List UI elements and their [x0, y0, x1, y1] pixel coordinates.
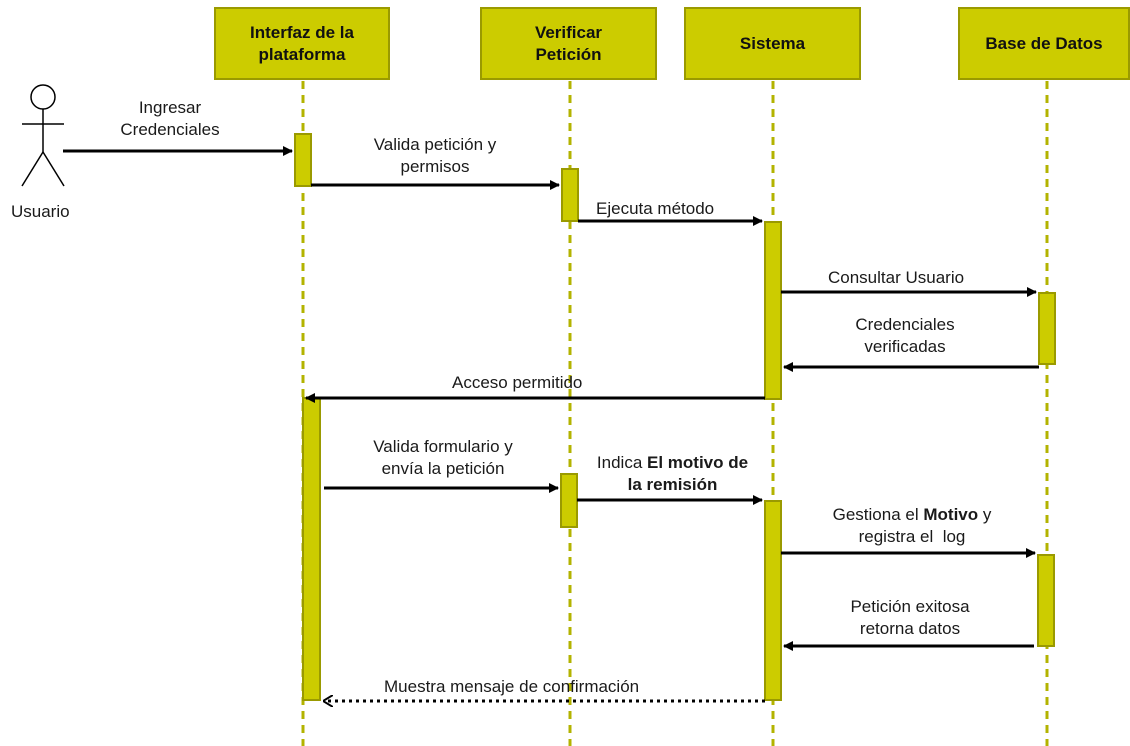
activation-base-datos-1	[1038, 292, 1056, 365]
label-acceso-permitido: Acceso permitido	[452, 373, 583, 392]
label-credenciales-verificadas: Credenciales verificadas	[855, 315, 955, 357]
label-gestiona-motivo-pre: Gestiona el	[832, 505, 924, 524]
activation-verificar-2	[560, 473, 578, 528]
label-gestiona-motivo-bold: Motivo	[923, 505, 979, 524]
activation-sistema-2	[764, 500, 782, 701]
label-peticion-exitosa: Petición exitosa retorna datos	[850, 597, 970, 639]
activation-verificar-1	[561, 168, 579, 222]
activation-interfaz-2	[302, 397, 321, 701]
participant-base-datos: Base de Datos	[958, 7, 1130, 80]
participant-interfaz: Interfaz de la plataforma	[214, 7, 390, 80]
actor-label: Usuario	[11, 202, 70, 221]
label-ejecuta-metodo: Ejecuta método	[596, 199, 715, 218]
participant-verificar: Verificar Petición	[480, 7, 657, 80]
participant-sistema-label: Sistema	[739, 33, 806, 53]
label-ingresar-credenciales: Ingresar Credenciales	[120, 98, 220, 140]
activation-sistema-1	[764, 221, 782, 400]
participant-verificar-label: Verificar Petición	[534, 23, 603, 64]
actor-stick-figure	[21, 84, 65, 187]
label-indica-motivo-bold: El motivo de la remisión	[627, 453, 749, 495]
label-muestra-mensaje: Muestra mensaje de confirmación	[384, 677, 640, 696]
participant-interfaz-label: Interfaz de la plataforma	[250, 23, 354, 64]
label-valida-peticion: Valida petición y permisos	[373, 135, 497, 177]
label-gestiona-motivo: Gestiona el Motivo y registra el log	[812, 504, 1012, 548]
participant-base-datos-label: Base de Datos	[985, 33, 1103, 53]
label-indica-motivo: Indica El motivo de la remisión	[590, 452, 755, 496]
label-gestiona-motivo-post: y registra el log	[858, 505, 997, 547]
activation-interfaz-1	[294, 133, 312, 187]
label-indica-motivo-pre: Indica	[596, 453, 647, 472]
participant-sistema: Sistema	[684, 7, 861, 80]
label-valida-formulario: Valida formulario y envía la petición	[373, 437, 513, 479]
activation-base-datos-2	[1037, 554, 1055, 647]
label-consultar-usuario: Consultar Usuario	[828, 268, 965, 287]
